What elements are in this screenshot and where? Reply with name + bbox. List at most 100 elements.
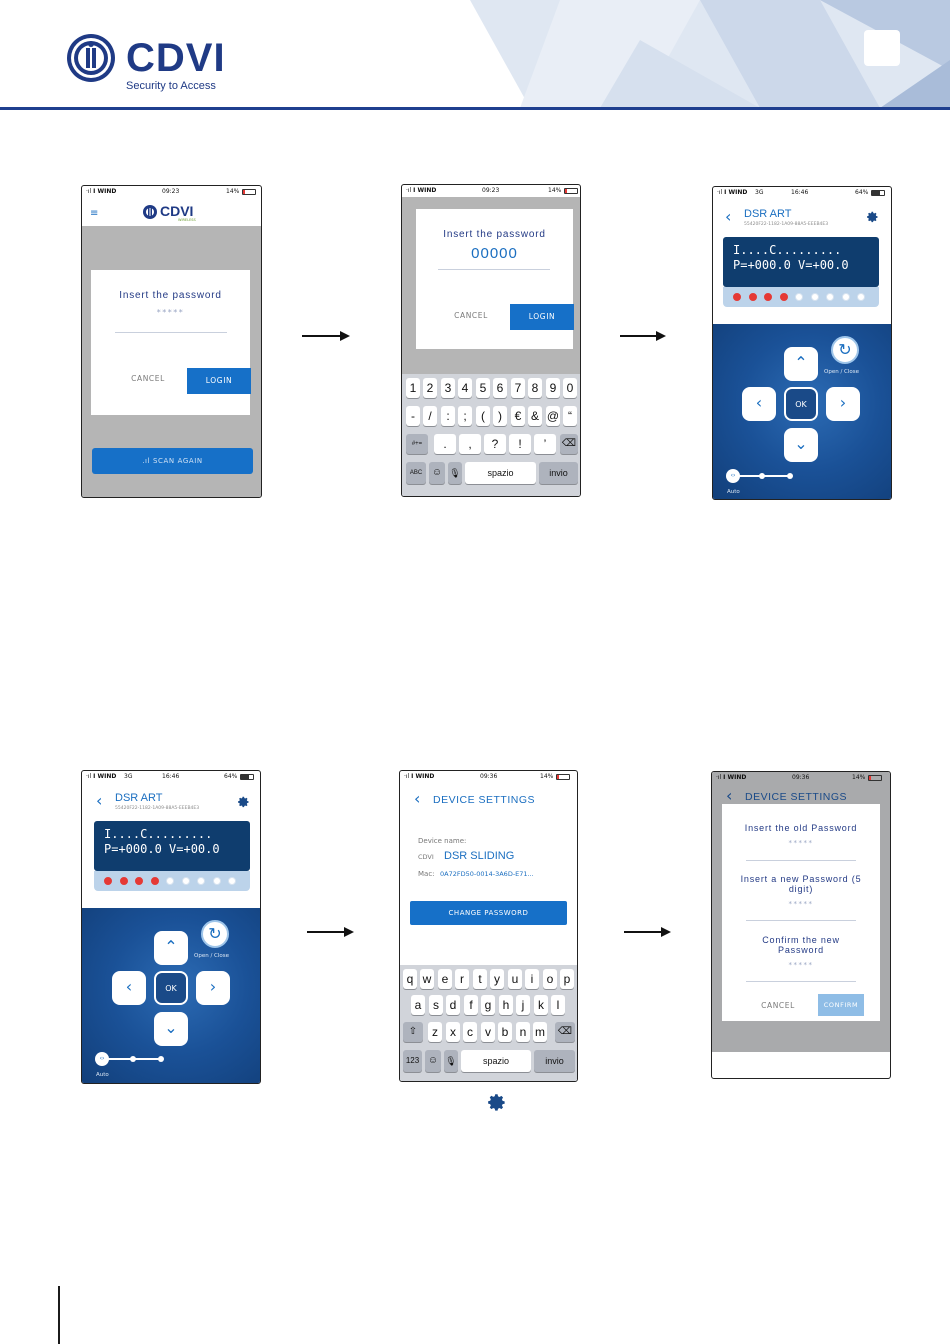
- key[interactable]: (: [476, 406, 490, 426]
- key[interactable]: !: [509, 434, 531, 454]
- chevron-down-icon[interactable]: ⌄: [784, 428, 818, 462]
- key[interactable]: 0: [563, 378, 577, 398]
- key[interactable]: s: [429, 995, 443, 1015]
- device-name-value[interactable]: DSR SLIDING: [444, 850, 515, 862]
- gear-icon[interactable]: [867, 211, 879, 223]
- shift-icon[interactable]: ⇧: [403, 1022, 423, 1042]
- space-key[interactable]: spazio: [465, 462, 536, 484]
- back-icon[interactable]: ‹: [726, 786, 733, 805]
- key[interactable]: ?: [484, 434, 506, 454]
- back-icon[interactable]: ‹: [96, 791, 103, 810]
- key[interactable]: 9: [546, 378, 560, 398]
- microphone-icon[interactable]: 🎙: [448, 462, 462, 484]
- key[interactable]: ): [493, 406, 507, 426]
- key[interactable]: x: [446, 1022, 460, 1042]
- key[interactable]: g: [481, 995, 495, 1015]
- emoji-icon[interactable]: ☺: [425, 1050, 441, 1072]
- key[interactable]: v: [481, 1022, 495, 1042]
- chevron-right-icon[interactable]: ›: [196, 971, 230, 1005]
- backspace-icon[interactable]: ⌫: [560, 434, 578, 454]
- key[interactable]: d: [446, 995, 460, 1015]
- chevron-left-icon[interactable]: ‹: [112, 971, 146, 1005]
- key[interactable]: 8: [528, 378, 542, 398]
- menu-icon[interactable]: ≡: [90, 208, 99, 219]
- gear-icon[interactable]: [238, 796, 250, 808]
- space-key[interactable]: spazio: [461, 1050, 531, 1072]
- back-icon[interactable]: ‹: [725, 207, 732, 226]
- key[interactable]: y: [490, 969, 504, 989]
- chevron-right-icon[interactable]: ›: [826, 387, 860, 421]
- key[interactable]: 5: [476, 378, 490, 398]
- scan-again-button[interactable]: .ıl SCAN AGAIN: [92, 448, 253, 474]
- old-password-input[interactable]: *****: [788, 839, 814, 847]
- cancel-button[interactable]: CANCEL: [131, 374, 165, 383]
- key[interactable]: w: [420, 969, 434, 989]
- cancel-button[interactable]: CANCEL: [761, 1001, 795, 1010]
- key[interactable]: ,: [459, 434, 481, 454]
- refresh-icon[interactable]: ↻: [831, 336, 859, 364]
- key[interactable]: f: [464, 995, 478, 1015]
- key[interactable]: ;: [458, 406, 472, 426]
- new-password-input[interactable]: *****: [788, 900, 814, 908]
- password-input[interactable]: 00000: [471, 245, 518, 262]
- chevron-left-icon[interactable]: ‹: [742, 387, 776, 421]
- login-button[interactable]: LOGIN: [187, 368, 251, 394]
- key[interactable]: i: [525, 969, 539, 989]
- key[interactable]: 1: [406, 378, 420, 398]
- key[interactable]: 3: [441, 378, 455, 398]
- key[interactable]: c: [463, 1022, 477, 1042]
- key[interactable]: b: [498, 1022, 512, 1042]
- key[interactable]: z: [428, 1022, 442, 1042]
- key[interactable]: €: [511, 406, 525, 426]
- key[interactable]: k: [534, 995, 548, 1015]
- emoji-icon[interactable]: ☺: [429, 462, 445, 484]
- key[interactable]: n: [516, 1022, 530, 1042]
- key[interactable]: &: [528, 406, 542, 426]
- key[interactable]: “: [563, 406, 577, 426]
- change-password-button[interactable]: CHANGE PASSWORD: [410, 901, 567, 925]
- key[interactable]: :: [441, 406, 455, 426]
- key[interactable]: l: [551, 995, 565, 1015]
- key[interactable]: u: [508, 969, 522, 989]
- numbers-key[interactable]: 123: [403, 1050, 422, 1072]
- key[interactable]: ’: [534, 434, 556, 454]
- backspace-icon[interactable]: ⌫: [555, 1022, 575, 1042]
- key[interactable]: -: [406, 406, 420, 426]
- symbols-key[interactable]: #+=: [406, 434, 428, 454]
- refresh-icon[interactable]: ↻: [201, 920, 229, 948]
- key[interactable]: m: [533, 1022, 547, 1042]
- key[interactable]: a: [411, 995, 425, 1015]
- key[interactable]: 2: [423, 378, 437, 398]
- mode-slider-knob[interactable]: ‹›: [95, 1052, 109, 1066]
- mode-slider-knob[interactable]: ‹›: [726, 469, 740, 483]
- cancel-button[interactable]: CANCEL: [454, 311, 488, 320]
- enter-key[interactable]: invio: [534, 1050, 575, 1072]
- key[interactable]: q: [403, 969, 417, 989]
- key[interactable]: .: [434, 434, 456, 454]
- password-input[interactable]: *****: [156, 308, 185, 317]
- key[interactable]: t: [473, 969, 487, 989]
- ok-button[interactable]: OK: [784, 387, 818, 421]
- key[interactable]: @: [546, 406, 560, 426]
- key[interactable]: o: [543, 969, 557, 989]
- microphone-icon[interactable]: 🎙: [444, 1050, 458, 1072]
- chevron-down-icon[interactable]: ⌄: [154, 1012, 188, 1046]
- key[interactable]: r: [455, 969, 469, 989]
- abc-key[interactable]: ABC: [406, 462, 426, 484]
- confirm-password-input[interactable]: *****: [788, 961, 814, 969]
- chevron-up-icon[interactable]: ⌃: [154, 931, 188, 965]
- key[interactable]: /: [423, 406, 437, 426]
- key[interactable]: h: [499, 995, 513, 1015]
- key[interactable]: e: [438, 969, 452, 989]
- key[interactable]: 6: [493, 378, 507, 398]
- enter-key[interactable]: invio: [539, 462, 578, 484]
- back-icon[interactable]: ‹: [414, 789, 421, 808]
- key[interactable]: 7: [511, 378, 525, 398]
- ok-button[interactable]: OK: [154, 971, 188, 1005]
- key[interactable]: 4: [458, 378, 472, 398]
- chevron-up-icon[interactable]: ⌃: [784, 347, 818, 381]
- key[interactable]: p: [560, 969, 574, 989]
- login-button[interactable]: LOGIN: [510, 304, 574, 330]
- confirm-button[interactable]: CONFIRM: [818, 994, 864, 1016]
- key[interactable]: j: [516, 995, 530, 1015]
